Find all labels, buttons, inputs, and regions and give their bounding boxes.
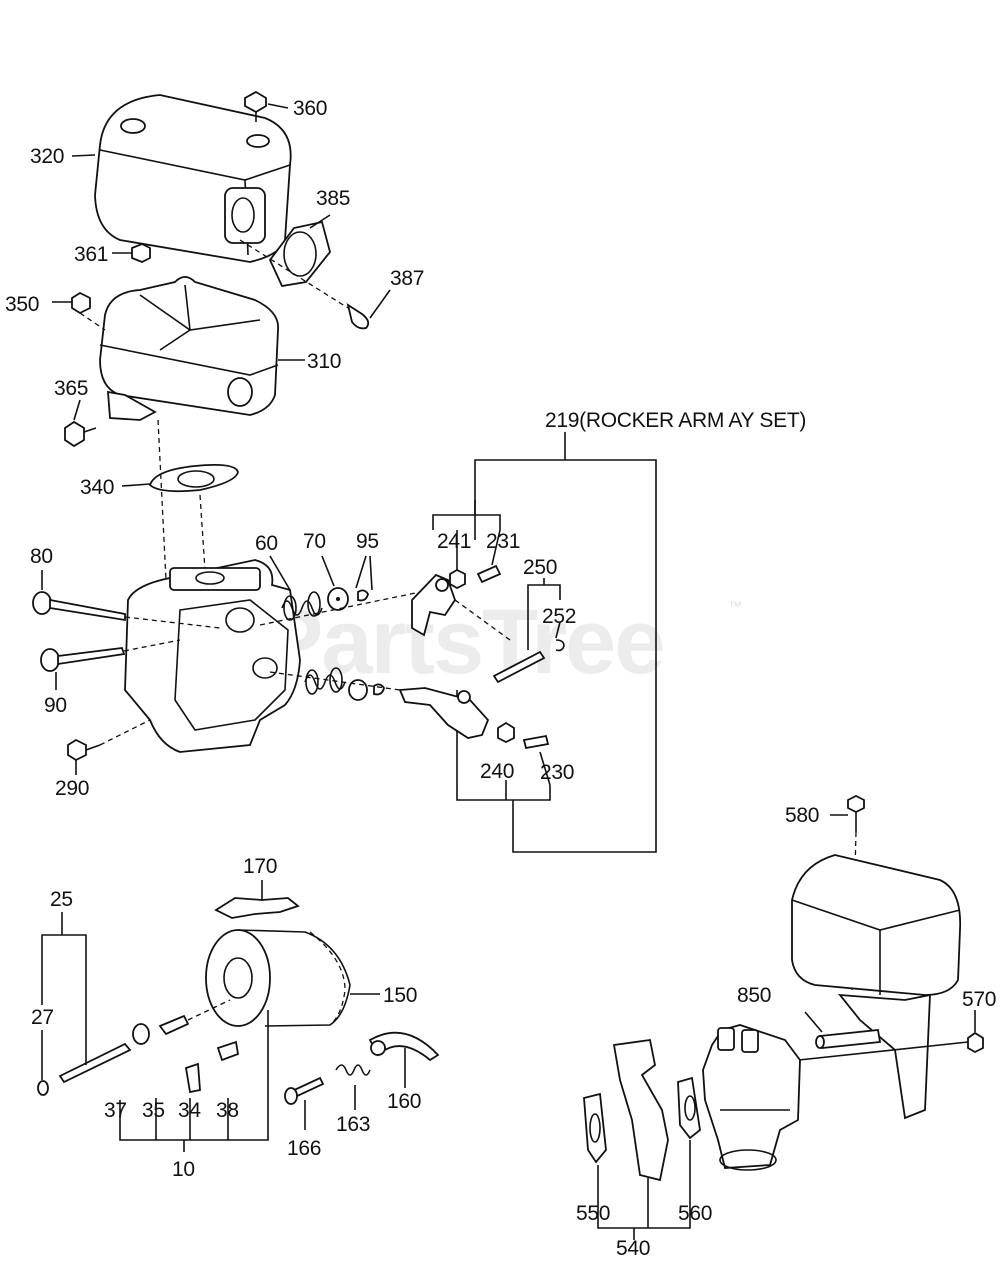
arm-160 — [368, 1031, 440, 1088]
label-580: 580 — [785, 804, 820, 827]
cylinder-head — [124, 559, 301, 753]
rocker-arm-lower — [398, 687, 490, 739]
label-70: 70 — [303, 530, 326, 553]
bolt-290 — [67, 719, 151, 775]
nut-570 — [967, 1010, 984, 1054]
label-27: 27 — [31, 1006, 54, 1029]
label-350: 350 — [5, 293, 40, 316]
spring-163 — [335, 1064, 371, 1110]
flyweight-38 — [216, 1040, 240, 1062]
retainer-70 — [321, 555, 349, 611]
label-360: 360 — [293, 97, 328, 120]
label-80: 80 — [30, 545, 53, 568]
screw-387 — [239, 239, 391, 330]
label-95: 95 — [356, 530, 379, 553]
label-34: 34 — [178, 1099, 201, 1122]
label-35: 35 — [142, 1099, 165, 1122]
valve-90 — [40, 639, 181, 690]
spring-lower — [304, 667, 385, 701]
label-231: 231 — [486, 530, 521, 553]
label-37: 37 — [104, 1099, 127, 1122]
label-241: 241 — [437, 530, 472, 553]
bolt-580 — [830, 794, 865, 991]
nut-241 — [449, 568, 466, 590]
ring-37 — [132, 1023, 150, 1045]
gasket-550 — [583, 1092, 607, 1164]
pin-166 — [284, 1076, 325, 1130]
keeper-95 — [355, 555, 373, 602]
valve-cover-inner — [99, 276, 305, 421]
insulator-540 — [612, 1038, 669, 1182]
label-240: 240 — [480, 760, 515, 783]
gasket-340 — [121, 463, 239, 493]
label-160: 160 — [387, 1090, 422, 1113]
label-560: 560 — [678, 1202, 713, 1225]
label-230: 230 — [540, 761, 575, 784]
air-cleaner-base — [838, 993, 931, 1120]
label-385: 385 — [316, 187, 351, 210]
nut-240 — [497, 721, 515, 744]
washer-27 — [37, 1030, 49, 1096]
label-38: 38 — [216, 1099, 239, 1122]
label-252: 252 — [542, 605, 577, 628]
label-150: 150 — [383, 984, 418, 1007]
label-550: 550 — [576, 1202, 611, 1225]
valve-80 — [32, 570, 221, 629]
valve-cover-outer — [94, 94, 292, 263]
label-90: 90 — [44, 694, 67, 717]
label-25: 25 — [50, 888, 73, 911]
label-540: 540 — [616, 1237, 651, 1260]
pivot-230 — [522, 734, 550, 750]
label-570: 570 — [962, 988, 997, 1011]
nut-350 — [52, 291, 106, 331]
bolt-360 — [244, 90, 289, 122]
bolt-361 — [112, 243, 151, 263]
label-60: 60 — [255, 532, 278, 555]
bolt-365 — [64, 399, 97, 448]
label-163: 163 — [336, 1113, 371, 1136]
label-361: 361 — [74, 243, 109, 266]
label-166: 166 — [287, 1137, 322, 1160]
label-387: 387 — [390, 267, 425, 290]
gasket-385 — [268, 214, 331, 288]
label-170: 170 — [243, 855, 278, 878]
air-cleaner-cover — [791, 854, 962, 996]
label-290: 290 — [55, 777, 90, 800]
gasket-560 — [677, 1076, 701, 1200]
label-310: 310 — [307, 350, 342, 373]
label-320: 320 — [30, 145, 65, 168]
label-850: 850 — [737, 984, 772, 1007]
bracket-170 — [214, 880, 300, 919]
rocker-arm-upper — [411, 573, 511, 641]
trademark-symbol: ™ — [728, 598, 742, 614]
shaft-250 — [492, 650, 546, 684]
governor-sleeve-35 — [158, 999, 231, 1036]
carburetor — [702, 1024, 801, 1171]
label-365: 365 — [54, 377, 89, 400]
clip-252 — [555, 639, 565, 652]
gear-150 — [205, 929, 380, 1027]
label-250: 250 — [523, 556, 558, 579]
pivot-231 — [476, 564, 502, 584]
pin-34 — [184, 1062, 201, 1094]
label-10: 10 — [172, 1158, 195, 1181]
label-219: 219(ROCKER ARM AY SET) — [545, 409, 807, 432]
tube-850 — [804, 1011, 882, 1049]
label-340: 340 — [80, 476, 115, 499]
shaft-25 — [41, 912, 132, 1084]
